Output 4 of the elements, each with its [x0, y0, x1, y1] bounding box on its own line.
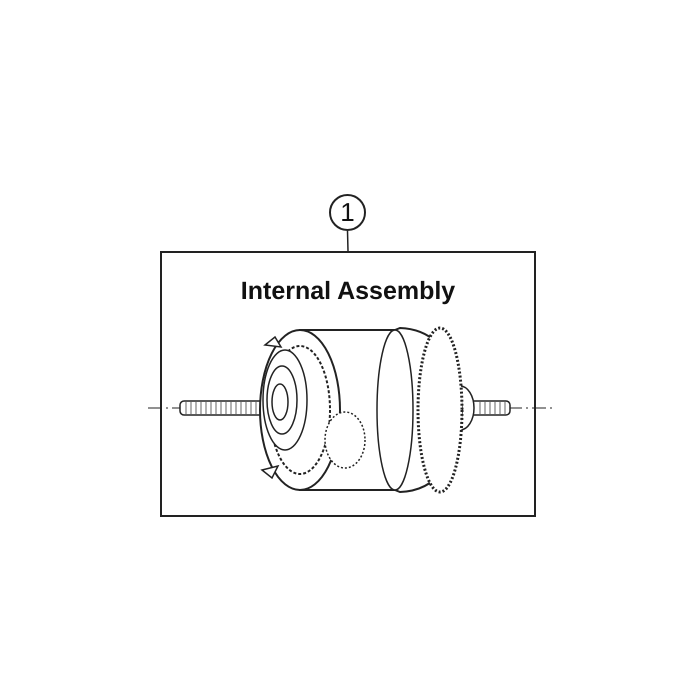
leader-line [346, 230, 349, 252]
callout-number: 1 [329, 194, 366, 231]
part-frame [160, 251, 536, 517]
part-title: Internal Assembly [240, 277, 456, 306]
